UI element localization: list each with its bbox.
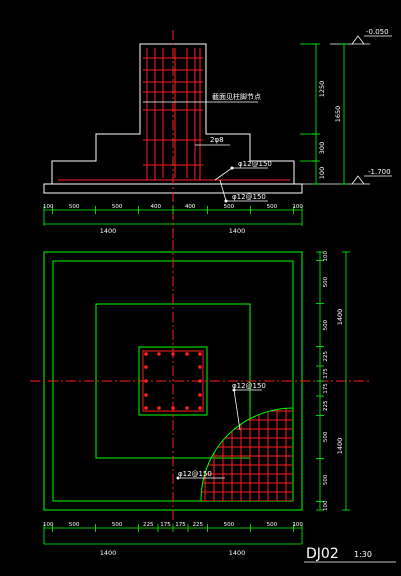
plan-vdim-7: 500: [323, 431, 329, 442]
section-htotal-1: 1400: [229, 227, 246, 235]
column-bar-dot: [144, 352, 148, 356]
column-label: 截面见柱脚节点: [212, 92, 261, 101]
plan-hdim-5: 175: [175, 522, 186, 528]
elevation-top: -0.050: [366, 28, 389, 36]
column-bar-dots: [144, 352, 202, 410]
elevation-marker-top: [330, 35, 392, 45]
section-vdim-total: 1650: [334, 106, 342, 123]
plan-vdim-2: 500: [323, 319, 329, 330]
plan-vdim-0: 100: [323, 251, 329, 262]
column-bar-dot: [185, 406, 189, 410]
bottom-rebar-leader-a: [214, 167, 268, 181]
bottom-rebar-label-a: φ12@150: [238, 160, 272, 168]
section-view: 截面见柱脚节点 2φ8 φ12@150 φ12@150 -0.050 -1.70…: [43, 28, 392, 245]
plan-vdim-9: 100: [323, 500, 329, 511]
section-hdim-7: 100: [292, 204, 303, 210]
plan-view: φ12@150 φ12@150 100 500 500 225 175 175 225 500…: [30, 240, 372, 557]
column-bar-dot: [198, 365, 202, 369]
section-vertical-dim: [300, 43, 348, 185]
plan-vtotal-0: 1400: [336, 309, 344, 326]
plan-rebar-label-b: φ12@150: [178, 470, 212, 478]
plan-vdim-4: 175: [323, 368, 329, 379]
section-vdim-0: 1250: [318, 81, 326, 98]
column-bar-dot: [144, 406, 148, 410]
plan-hdim-8: 500: [267, 522, 278, 528]
column-bar-dot: [185, 352, 189, 356]
stirrup-label: 2φ8: [210, 136, 224, 144]
plan-vertical-ticks: [316, 251, 350, 511]
plan-vdim-5: 175: [323, 383, 329, 394]
plan-htotal-1: 1400: [229, 549, 246, 557]
section-hdim-4: 400: [185, 204, 196, 210]
section-hdim-3: 400: [151, 204, 162, 210]
drawing-scale: 1:30: [354, 550, 372, 559]
drawing-title: DJ02: [306, 546, 339, 562]
section-hdim-0: 100: [43, 204, 54, 210]
plan-hdim-3: 225: [143, 522, 154, 528]
column-bar-dot: [198, 393, 202, 397]
plan-vertical-labels: 100 500 500 225 175 175 225 500 500 100: [323, 251, 329, 511]
plan-rebar-label-a: φ12@150: [232, 382, 266, 390]
column-bar-dot: [198, 352, 202, 356]
section-hdim-6: 500: [267, 204, 278, 210]
elevation-bottom: -1.700: [368, 168, 391, 176]
plan-hdim-7: 500: [224, 522, 235, 528]
plan-vdim-3: 225: [323, 351, 329, 362]
plan-horizontal-ticks: [43, 524, 303, 544]
plan-vdim-6: 225: [323, 400, 329, 411]
column-bar-dot: [144, 365, 148, 369]
plan-htotal-0: 1400: [100, 549, 117, 557]
plan-hdim-0: 100: [43, 522, 54, 528]
column-bar-dot: [144, 393, 148, 397]
plan-vdim-8: 500: [323, 474, 329, 485]
section-hdim-1: 500: [69, 204, 80, 210]
section-hdim-5: 500: [224, 204, 235, 210]
column-bar-dot: [157, 406, 161, 410]
plan-rebar-leader-a: [233, 389, 262, 431]
plan-vtotal-1: 1400: [336, 438, 344, 455]
plan-hdim-2: 500: [112, 522, 123, 528]
plan-horizontal-labels: 100 500 500 225 175 175 225 500 500 100: [43, 522, 303, 528]
bottom-rebar-label-b: φ12@150: [232, 193, 266, 201]
plan-mesh-arc: [200, 407, 294, 502]
column-bar-dot: [198, 406, 202, 410]
section-horizontal-ticks: [43, 206, 303, 226]
elevation-marker-bottom: [300, 175, 392, 185]
section-vdim-1: 300: [318, 142, 326, 154]
section-htotal-0: 1400: [100, 227, 117, 235]
plan-rebar-mesh: [200, 408, 293, 501]
plan-hdim-6: 225: [192, 522, 203, 528]
section-hdim-2: 500: [112, 204, 123, 210]
plan-vdim-1: 500: [323, 276, 329, 287]
section-horizontal-labels: 100 500 500 400 400 500 500 100: [43, 204, 303, 210]
plan-hdim-9: 100: [292, 522, 303, 528]
section-vdim-2: 100: [318, 167, 326, 179]
column-bar-dot: [157, 352, 161, 356]
plan-hdim-1: 500: [69, 522, 80, 528]
plan-hdim-4: 175: [160, 522, 171, 528]
